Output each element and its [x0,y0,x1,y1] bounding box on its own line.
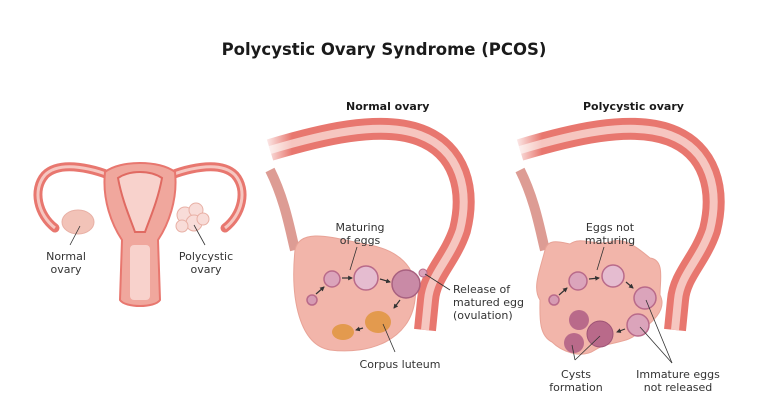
polycystic-ovary-small [175,202,210,233]
label-line: Polycystic [178,250,234,263]
label-line: maturing [584,234,636,247]
uterus-overview [33,162,247,307]
label-line: Eggs not [585,221,635,234]
label-line: ovary [50,263,82,276]
label-line: (ovulation) [453,309,513,322]
label-cysts-formation: Cysts formation [546,368,606,394]
normal-ovary-heading: Normal ovary [346,100,430,113]
polycystic-ovary-heading: Polycystic ovary [583,100,684,113]
label-line: not released [643,381,713,394]
polycystic-ovary-figure [512,117,725,364]
label-line: matured egg [453,296,525,309]
label-line: of eggs [339,234,381,247]
label-line: ovary [190,263,222,276]
label-maturing-eggs: Maturing of eggs [330,221,390,247]
label-polycystic-ovary: Polycystic ovary [174,250,238,276]
page-title: Polycystic Ovary Syndrome (PCOS) [221,40,547,59]
label-line: Maturing [335,221,385,234]
label-ovulation: Release of matured egg (ovulation) [453,283,533,322]
label-line: Release of [453,283,511,296]
label-corpus-luteum: Corpus luteum [359,358,441,371]
label-line: Cysts [561,368,591,381]
label-line: formation [549,381,603,394]
label-line: Immature eggs [636,368,720,381]
label-eggs-not-maturing: Eggs not maturing [580,221,640,247]
normal-ovary-figure [262,117,475,353]
label-immature-eggs: Immature eggs not released [628,368,728,394]
label-line: Normal [46,250,86,263]
label-normal-ovary: Normal ovary [38,250,94,276]
